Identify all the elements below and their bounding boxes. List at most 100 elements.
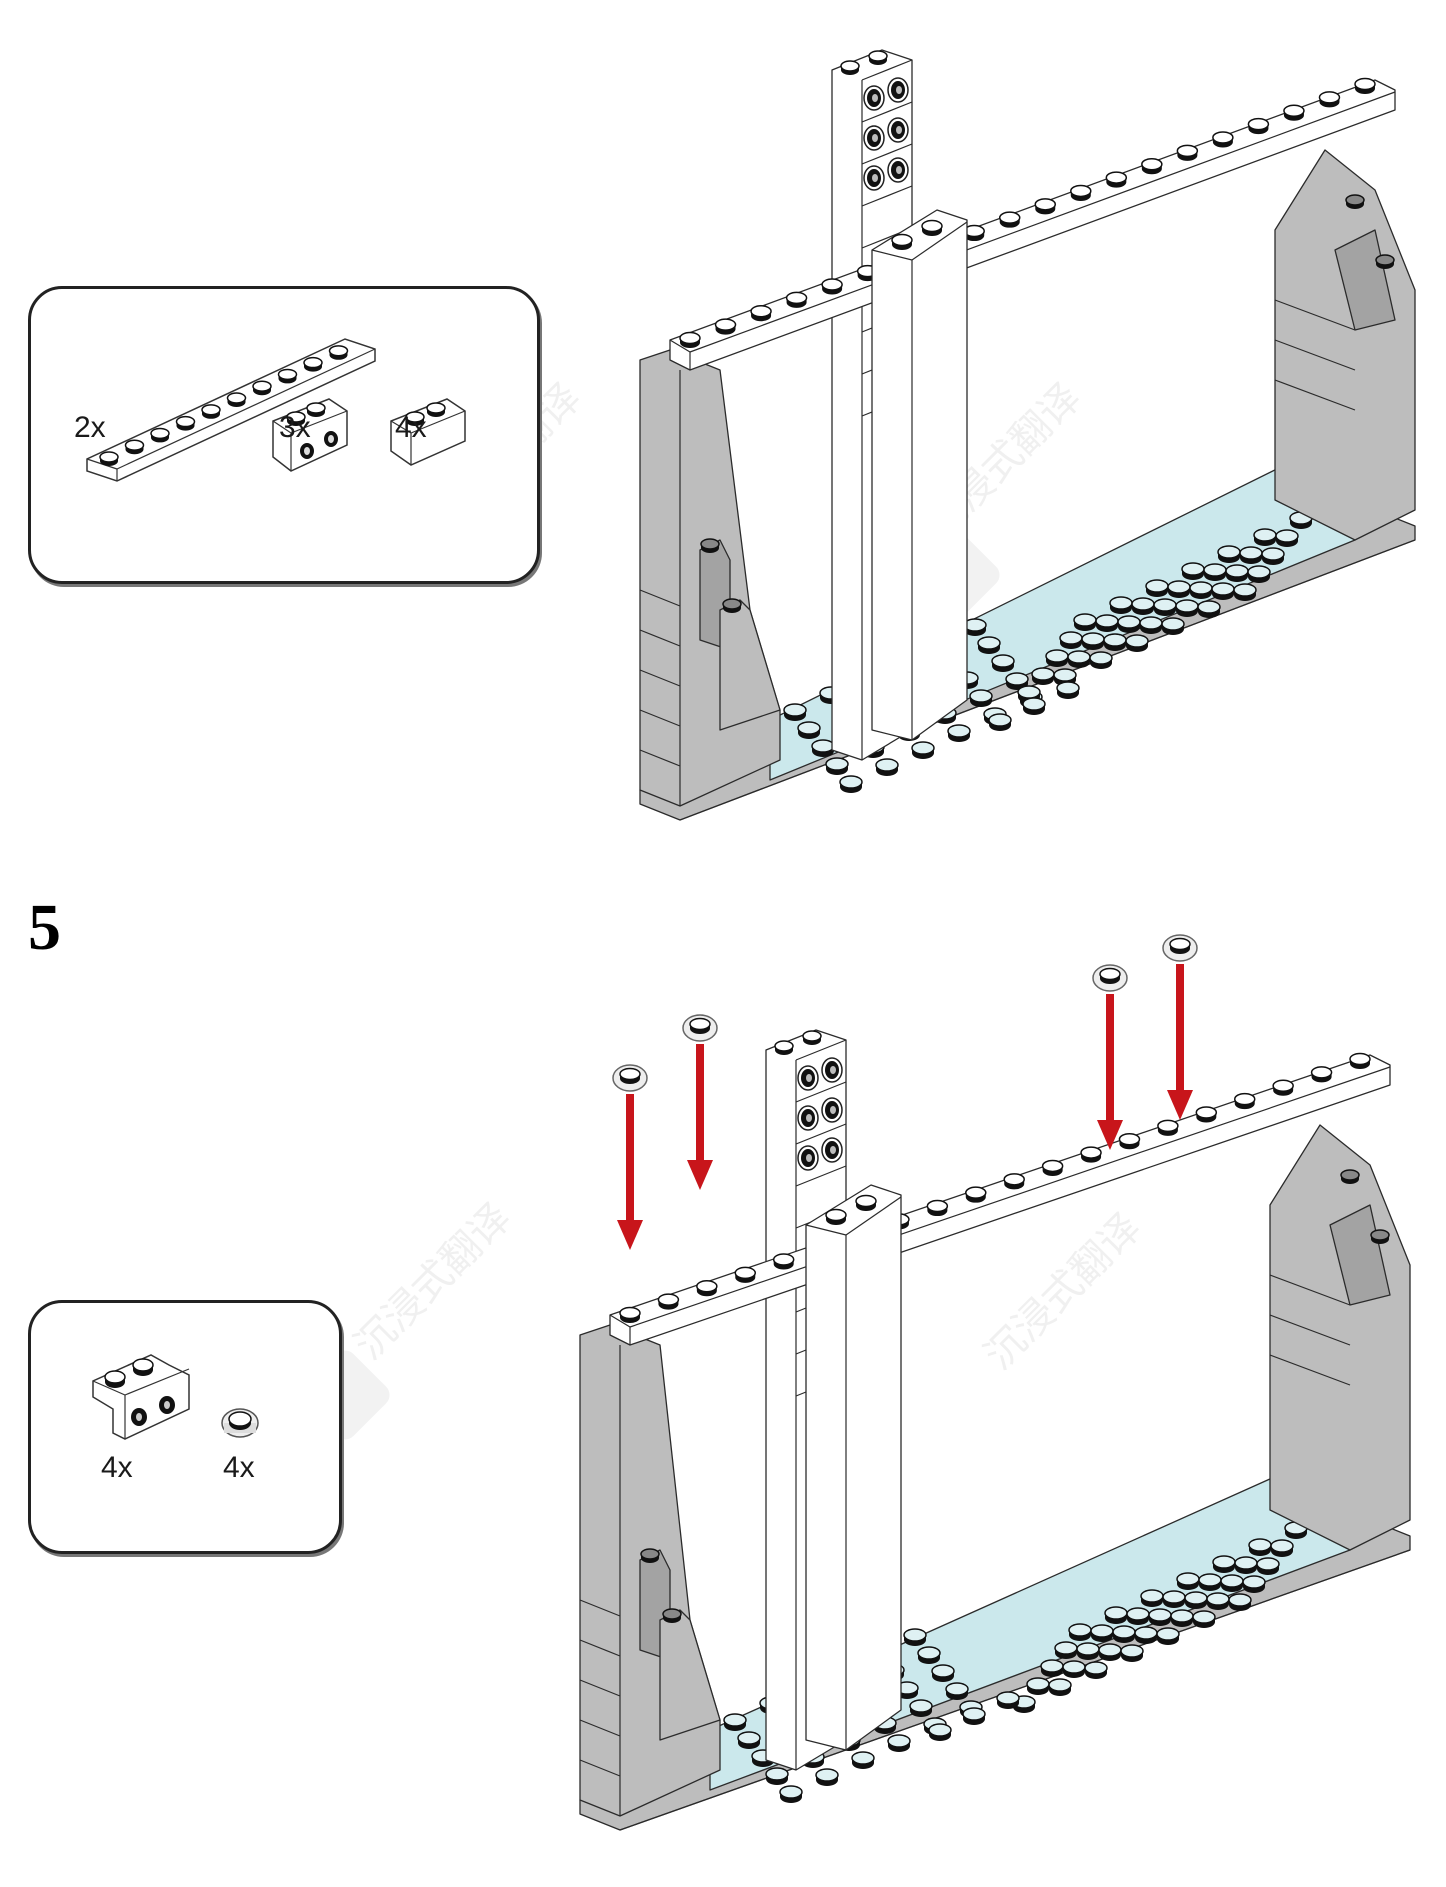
stud bbox=[887, 1734, 911, 1752]
stud bbox=[1112, 1625, 1136, 1643]
stud bbox=[1031, 667, 1055, 686]
stud bbox=[783, 703, 807, 721]
stud bbox=[947, 724, 971, 742]
stud bbox=[1003, 1173, 1025, 1190]
stud bbox=[201, 404, 221, 419]
stud bbox=[977, 636, 1001, 654]
stud bbox=[1181, 562, 1205, 580]
stud bbox=[1248, 1538, 1272, 1556]
part-quantity: 2x bbox=[74, 411, 106, 444]
round-plate-piece bbox=[1162, 934, 1198, 962]
placement-arrow bbox=[682, 1014, 718, 1190]
stud bbox=[1225, 564, 1249, 582]
stud bbox=[1256, 1557, 1280, 1575]
stud bbox=[962, 1707, 986, 1725]
stud bbox=[1220, 1574, 1244, 1592]
stud bbox=[903, 1628, 927, 1646]
stud bbox=[1203, 563, 1227, 581]
plate-1x10 bbox=[669, 79, 1396, 371]
arrow-shaft bbox=[696, 1044, 704, 1160]
stud bbox=[1318, 91, 1341, 108]
stud bbox=[875, 758, 899, 776]
technic-hole bbox=[887, 77, 909, 103]
stud bbox=[1148, 1608, 1172, 1626]
stud bbox=[1140, 1589, 1164, 1607]
stud bbox=[750, 305, 772, 322]
stud bbox=[1059, 631, 1083, 649]
stud bbox=[1134, 1626, 1158, 1644]
stud bbox=[909, 1699, 933, 1717]
technic-hole bbox=[821, 1137, 843, 1163]
stud bbox=[1054, 1641, 1078, 1659]
stud bbox=[1211, 582, 1235, 600]
stud bbox=[1162, 1590, 1186, 1608]
gray-slope-stack bbox=[1274, 149, 1416, 541]
gray-slope-brick bbox=[659, 1609, 721, 1741]
arrow-shaft bbox=[1106, 994, 1114, 1120]
step4-model-illustration bbox=[639, 49, 1416, 821]
stud bbox=[855, 1194, 877, 1211]
arrow-head bbox=[1097, 1120, 1123, 1150]
stud bbox=[1067, 650, 1091, 668]
stud bbox=[252, 380, 272, 396]
round-plate-piece bbox=[1092, 964, 1128, 992]
stud bbox=[1234, 1556, 1258, 1574]
stud bbox=[996, 1691, 1020, 1709]
stud bbox=[1073, 613, 1097, 631]
stud bbox=[1261, 547, 1285, 566]
stud bbox=[1081, 632, 1105, 650]
technic-hole bbox=[887, 117, 909, 143]
stud bbox=[917, 1646, 941, 1664]
stud bbox=[1118, 1132, 1141, 1150]
left-gray-wall bbox=[639, 349, 781, 807]
brick-1x2-part bbox=[390, 398, 466, 466]
front-white-pillar bbox=[805, 1184, 902, 1751]
brick-1x2 bbox=[805, 1184, 902, 1751]
stud bbox=[1070, 184, 1092, 201]
stud bbox=[815, 1768, 839, 1786]
part-quantity: 4x bbox=[101, 1451, 133, 1484]
round-plate-piece bbox=[612, 1064, 648, 1092]
gray-slope-brick bbox=[1334, 229, 1396, 331]
stud bbox=[891, 233, 913, 251]
stud bbox=[1247, 565, 1271, 583]
stud bbox=[1068, 1623, 1092, 1641]
technic-hole bbox=[863, 125, 885, 151]
stud bbox=[772, 1253, 795, 1270]
stud bbox=[1169, 937, 1191, 954]
stud bbox=[1105, 171, 1128, 188]
stud bbox=[1026, 1677, 1050, 1695]
stud bbox=[785, 291, 808, 308]
round-plate-piece bbox=[682, 1014, 718, 1042]
bracket-part bbox=[92, 1354, 190, 1440]
stud bbox=[1126, 1607, 1150, 1625]
stud bbox=[662, 1608, 682, 1623]
stud bbox=[150, 427, 170, 443]
stud bbox=[722, 598, 742, 613]
stud bbox=[1217, 545, 1241, 563]
stud bbox=[851, 1751, 875, 1769]
stud bbox=[802, 1030, 822, 1045]
stud bbox=[1080, 1146, 1102, 1163]
stud bbox=[1242, 1575, 1266, 1593]
stud bbox=[1272, 1079, 1294, 1096]
stud bbox=[928, 1723, 952, 1741]
stud bbox=[1175, 599, 1199, 617]
stud bbox=[1157, 1119, 1179, 1136]
step-number: 5 bbox=[28, 891, 61, 964]
stud bbox=[921, 219, 943, 236]
stud bbox=[1103, 633, 1127, 651]
stud bbox=[868, 50, 888, 65]
stud bbox=[696, 1280, 718, 1297]
arrow-head bbox=[1167, 1090, 1193, 1120]
stud bbox=[1056, 681, 1080, 699]
stud bbox=[1253, 528, 1277, 546]
stud bbox=[1176, 144, 1199, 161]
stud bbox=[1310, 1066, 1333, 1083]
stud bbox=[825, 1208, 847, 1225]
stud bbox=[1022, 697, 1046, 716]
stud bbox=[1197, 600, 1221, 619]
stud bbox=[700, 538, 720, 553]
gray-slope-stack bbox=[1269, 1124, 1411, 1551]
stud bbox=[1239, 546, 1263, 564]
